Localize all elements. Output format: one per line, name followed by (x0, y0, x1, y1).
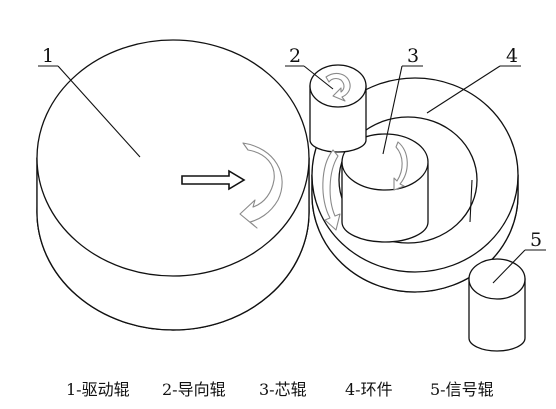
legend: 1-驱动辊 2-导向辊 3-芯辊 4-环件 5-信号辊 (66, 380, 494, 399)
label-1-group: 1 (38, 45, 141, 158)
label-5: 5 (530, 229, 542, 251)
driving-roller-rotation-arrow-icon (239, 142, 283, 229)
feed-direction-arrow-icon (181, 169, 246, 191)
label-3-leader (382, 65, 403, 155)
ring-rotation-arrow-icon (322, 149, 341, 231)
legend-item-5: 5-信号辊 (430, 380, 494, 399)
label-5-group: 5 (492, 229, 546, 284)
label-4-leader (426, 65, 501, 114)
label-3-group: 3 (382, 45, 423, 155)
legend-item-4: 4-环件 (345, 380, 393, 399)
guide-roller-top (309, 64, 367, 108)
label-1: 1 (42, 45, 54, 67)
guide-roller (309, 64, 367, 153)
legend-item-1: 1-驱动辊 (66, 380, 130, 399)
label-2-leader (303, 65, 334, 90)
driving-roller-top (36, 39, 310, 277)
ring-inner-wall (469, 179, 473, 223)
label-5-leader (492, 249, 526, 284)
label-1-leader (57, 65, 141, 158)
label-2-group: 2 (285, 45, 334, 90)
legend-item-2: 2-导向辊 (162, 380, 226, 399)
label-3: 3 (407, 45, 419, 67)
legend-item-3: 3-芯辊 (259, 380, 307, 399)
guide-roller-rotation-arrow-icon (325, 72, 351, 102)
core-roller-rotation-arrow-icon (393, 141, 408, 191)
core-roller-top (341, 133, 429, 191)
signal-roller (468, 258, 526, 352)
label-4: 4 (506, 45, 518, 67)
label-2: 2 (289, 45, 301, 67)
core-roller (341, 133, 429, 243)
driving-roller (36, 39, 310, 331)
label-4-group: 4 (426, 45, 521, 114)
